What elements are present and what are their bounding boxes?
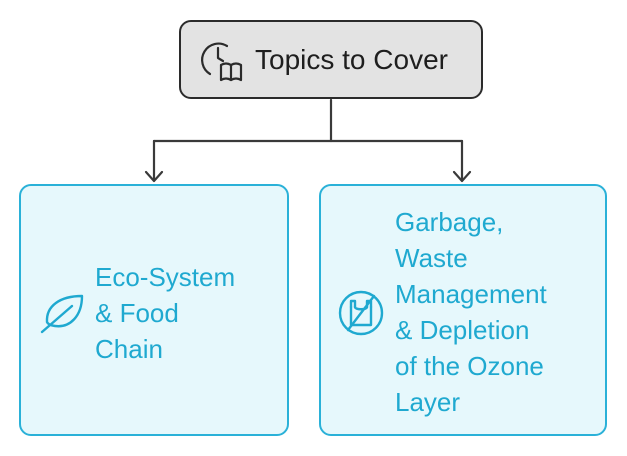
topic-label-ecosystem: Eco-System & Food Chain bbox=[95, 259, 235, 367]
topic-label-line: Layer bbox=[395, 387, 461, 417]
topic-label-line: Garbage, bbox=[395, 207, 504, 237]
topic-label-line: & Food bbox=[95, 298, 179, 328]
arrowhead-left bbox=[144, 170, 164, 183]
topic-label-line: of the Ozone bbox=[395, 351, 544, 381]
arrowhead-right bbox=[452, 170, 472, 183]
topic-node-garbage: Garbage, Waste Management & Depletion of… bbox=[319, 184, 607, 436]
root-label: Topics to Cover bbox=[255, 43, 448, 75]
topic-label-line: Eco-System bbox=[95, 262, 236, 292]
topic-label-line: Chain bbox=[95, 334, 163, 364]
topic-label-line: Waste bbox=[395, 243, 468, 273]
topic-label-line: Management bbox=[395, 279, 547, 309]
topic-label-garbage: Garbage, Waste Management & Depletion of… bbox=[395, 204, 547, 420]
clock-book-icon bbox=[197, 37, 243, 83]
no-plastic-bag-icon bbox=[336, 288, 386, 338]
leaf-icon bbox=[38, 286, 88, 336]
root-node: Topics to Cover bbox=[179, 20, 483, 99]
topic-node-ecosystem: Eco-System & Food Chain bbox=[19, 184, 289, 436]
topic-label-line: & Depletion bbox=[395, 315, 530, 345]
